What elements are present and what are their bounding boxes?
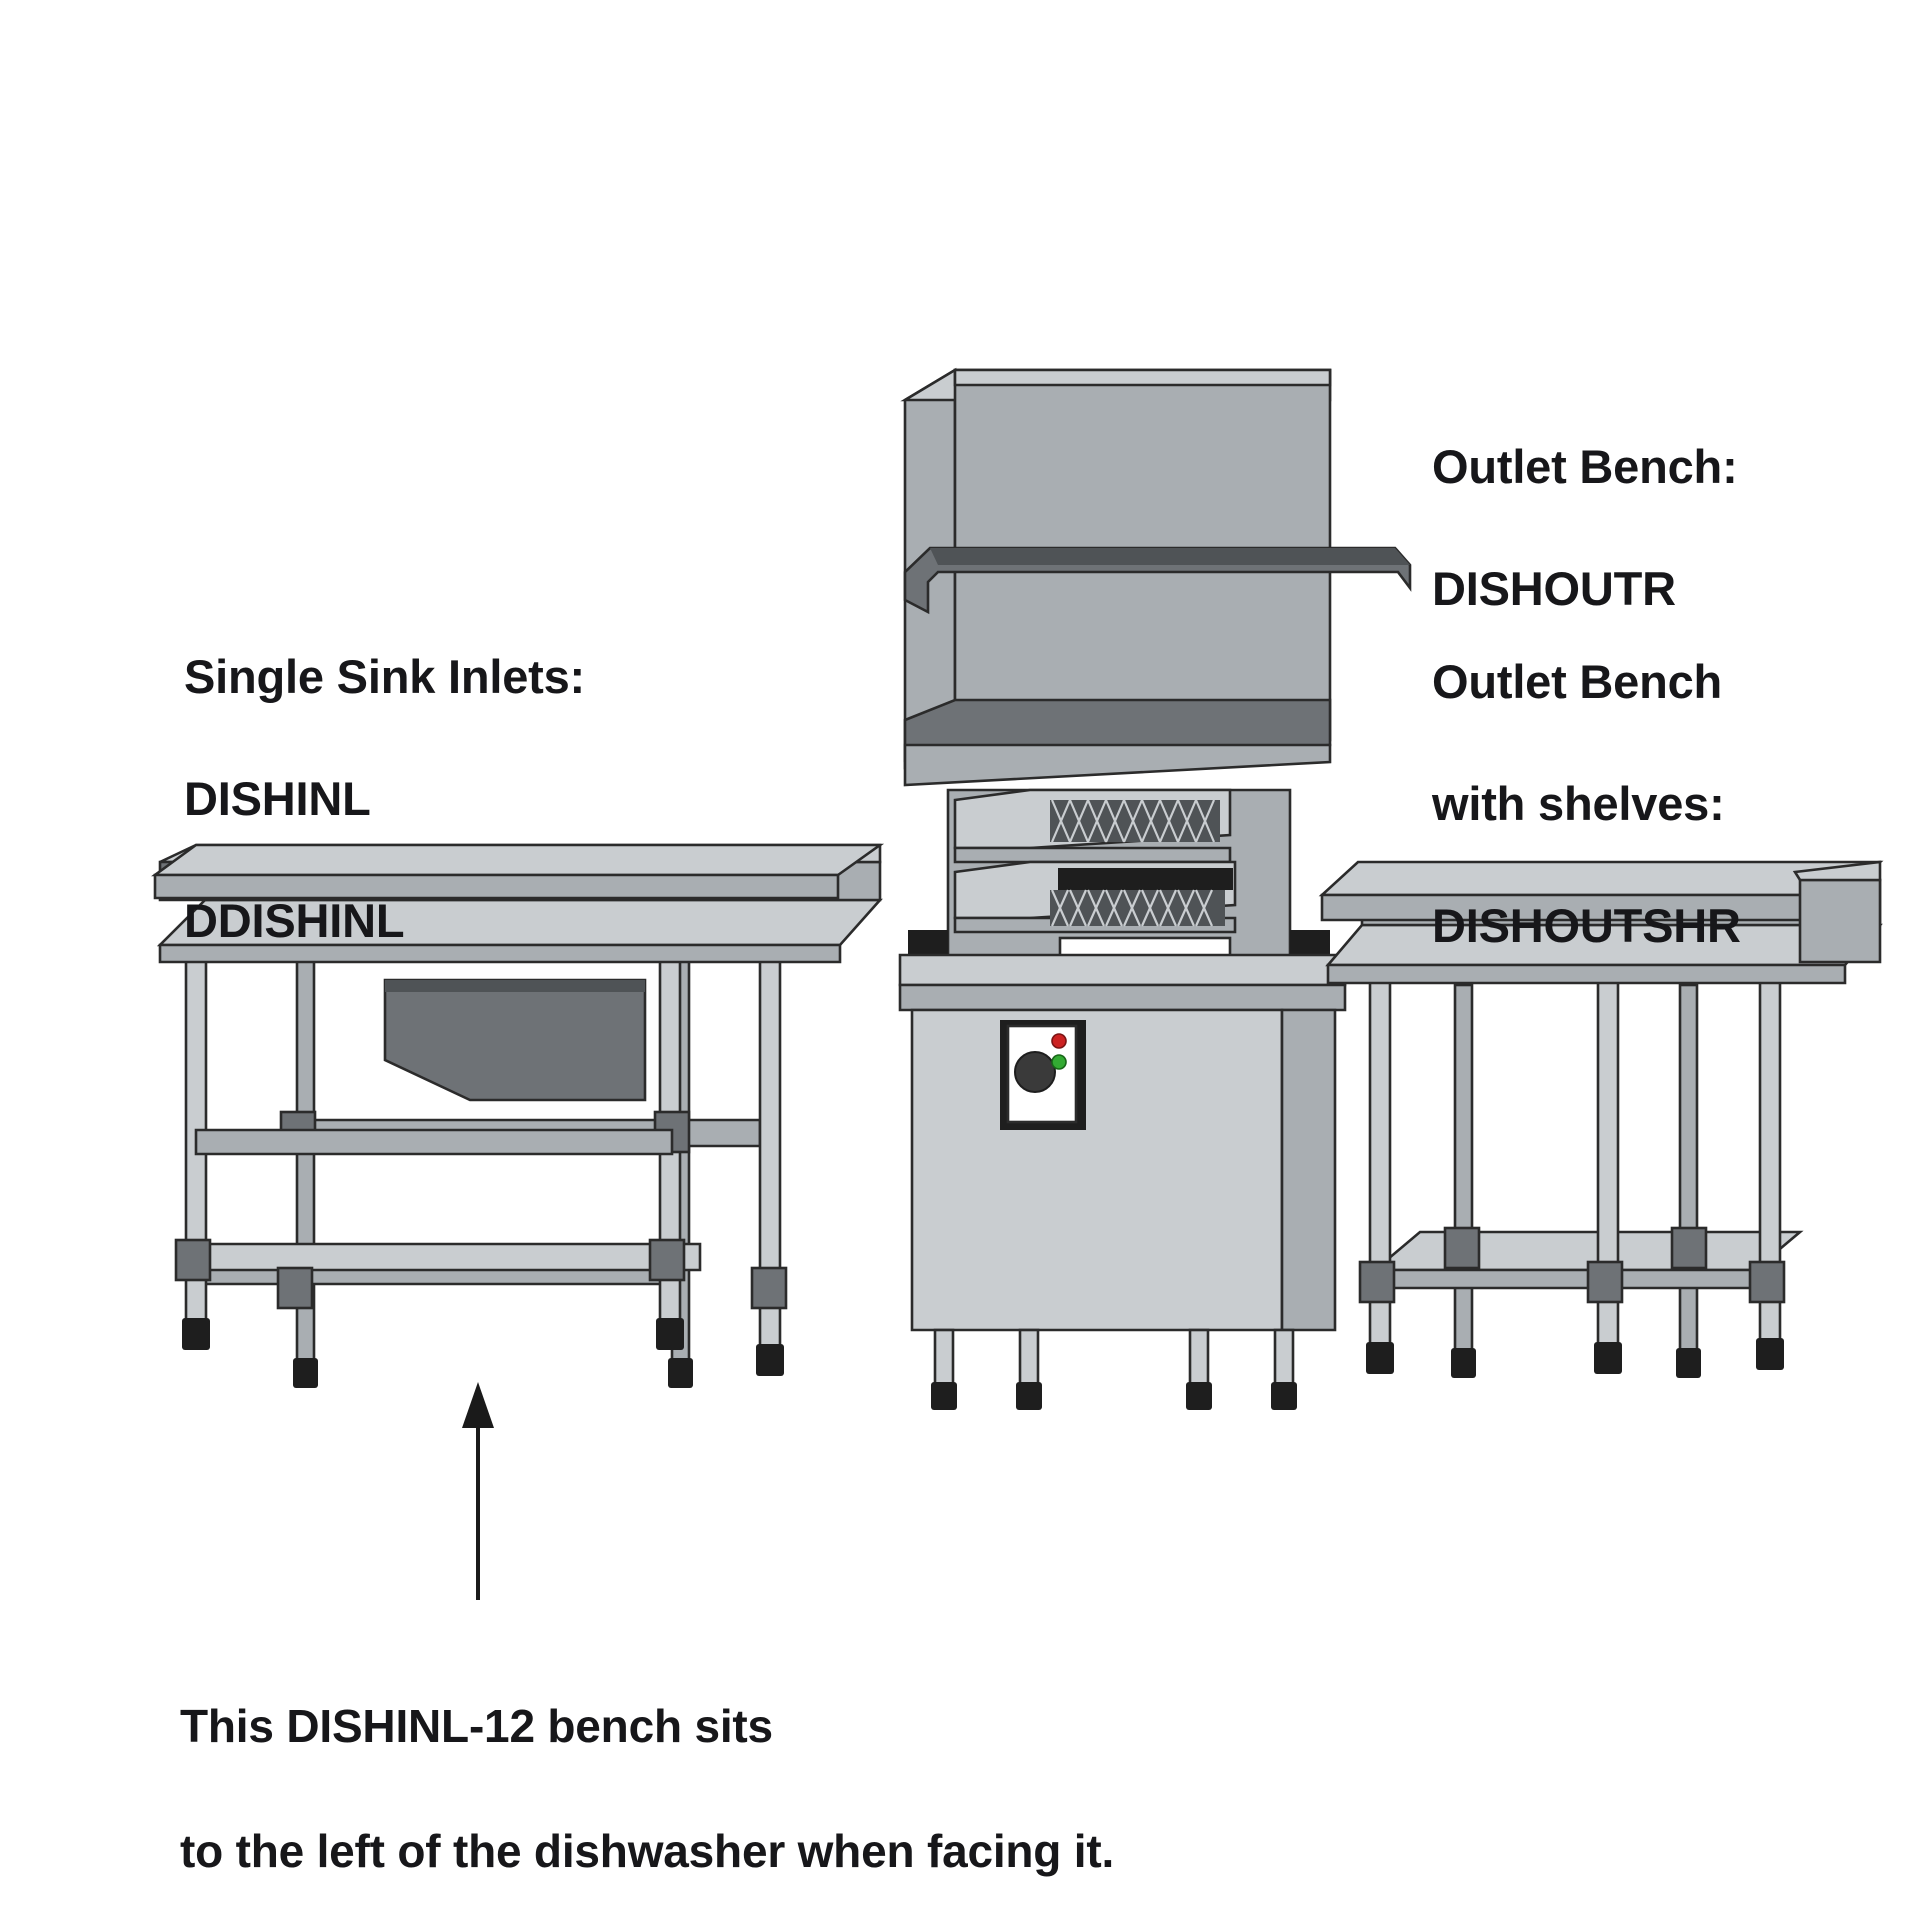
label-outlet-bench: Outlet Bench: DISHOUTR: [1432, 375, 1738, 680]
pass-through-dishwasher: [898, 367, 1412, 1410]
diagram-caption: This DISHINL-12 bench sits to the left o…: [180, 1632, 1114, 1920]
caption-line2: to the left of the dishwasher when facin…: [180, 1824, 1115, 1877]
label-right-bottom-line3: DISHOUTSHR: [1432, 899, 1741, 953]
label-left-line3: DDISHINL: [184, 894, 405, 948]
dishwasher-control-panel: [1000, 1020, 1086, 1130]
label-left-line2: DISHINL: [184, 772, 371, 826]
label-right-top-line2: DISHOUTR: [1432, 562, 1676, 616]
label-left-line1: Single Sink Inlets:: [184, 650, 586, 704]
label-right-bottom-line1: Outlet Bench: [1432, 655, 1723, 709]
label-right-top-line1: Outlet Bench:: [1432, 440, 1738, 494]
caption-line1: This DISHINL-12 bench sits: [180, 1699, 773, 1752]
label-single-sink-inlets: Single Sink Inlets: DISHINL DDISHINL: [184, 585, 585, 1013]
callout-arrow: [462, 1382, 494, 1600]
label-right-bottom-line2: with shelves:: [1432, 777, 1725, 831]
label-outlet-bench-with-shelves: Outlet Bench with shelves: DISHOUTSHR: [1432, 590, 1741, 1018]
